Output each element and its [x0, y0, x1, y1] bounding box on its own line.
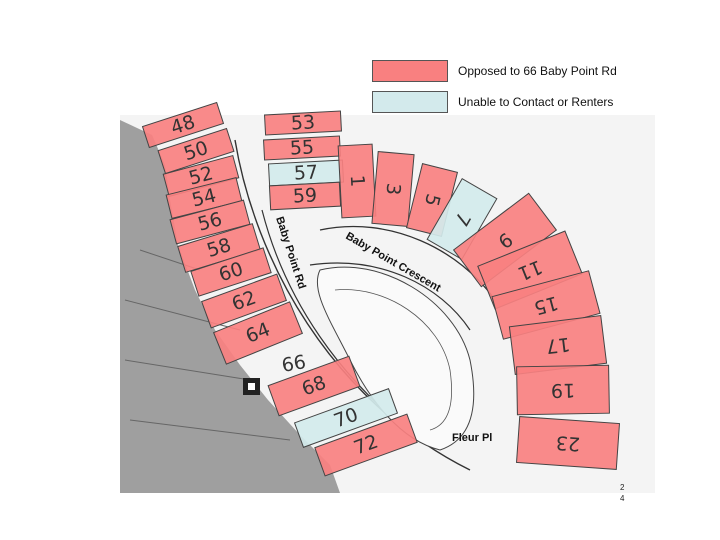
lot-parcel-7	[426, 178, 498, 260]
lot-parcel-19	[516, 364, 610, 416]
shaded-property	[120, 120, 340, 493]
lot-17: 17	[508, 315, 608, 375]
lot-label-53: 53	[290, 111, 315, 134]
lot-label-55: 55	[289, 136, 314, 159]
lot-72: 72	[314, 413, 418, 477]
legend-label-unable: Unable to Contact or Renters	[458, 95, 614, 109]
lot-70: 70	[293, 388, 399, 448]
lot-label-1: 1	[346, 174, 369, 187]
lot-label-3: 3	[382, 182, 405, 196]
legend-swatch-opposed	[372, 60, 448, 82]
lot-60: 60	[190, 247, 272, 297]
lot-55: 55	[263, 135, 341, 161]
lot-53: 53	[264, 110, 342, 136]
lot-parcel-72	[314, 413, 418, 477]
lot-1: 1	[337, 143, 377, 219]
lot-9: 9	[452, 192, 558, 288]
lot-68: 68	[267, 355, 361, 417]
lot-parcel-50	[157, 127, 235, 175]
legend-label-opposed: Opposed to 66 Baby Point Rd	[458, 64, 617, 78]
lot-11: 11	[477, 230, 583, 310]
inner-island	[316, 266, 475, 451]
lot-parcels: 4850525456586062645355575913579111517192…	[141, 101, 621, 477]
lot-7: 7	[426, 178, 498, 260]
house-marker-inner	[248, 383, 255, 390]
lot-parcel-68	[267, 355, 361, 417]
lot-62: 62	[200, 273, 288, 329]
lot-label-19: 19	[551, 379, 576, 401]
lot-19: 19	[516, 364, 610, 416]
lot-parcel-70	[293, 388, 399, 448]
inner-island-contour	[334, 289, 452, 431]
lot-parcel-56	[169, 199, 251, 245]
lot-label-57: 57	[293, 161, 318, 184]
lot-3: 3	[371, 151, 415, 227]
street-label-fleur-pl: Fleur Pl	[452, 432, 492, 444]
lot-57: 57	[267, 159, 345, 187]
lot-58: 58	[177, 223, 261, 273]
lot-parcel-62	[200, 273, 288, 329]
lot-parcel-23	[515, 416, 621, 470]
page-number-bottom: 4	[620, 494, 625, 503]
shaded-property-texture	[124, 249, 291, 441]
lot-parcel-53	[264, 110, 342, 136]
lot-label-23: 23	[555, 431, 581, 455]
lot-parcel-3	[371, 151, 415, 227]
lot-parcel-60	[190, 247, 272, 297]
crescent-line-inner	[309, 262, 471, 331]
lot-64: 64	[212, 301, 304, 365]
lot-parcel-59	[268, 181, 342, 211]
lot-15: 15	[491, 270, 601, 340]
lot-56: 56	[169, 199, 251, 245]
lot-23: 23	[515, 416, 621, 470]
lot-parcel-1	[337, 143, 377, 219]
legend-swatch-unable	[372, 91, 448, 113]
lot-label-17: 17	[545, 333, 572, 358]
page-number-top: 2	[620, 483, 625, 492]
lot-59: 59	[268, 181, 342, 211]
lot-50: 50	[157, 127, 235, 175]
lot-54: 54	[165, 177, 243, 219]
lot-parcel-48	[141, 101, 225, 149]
lot-label-5: 5	[420, 191, 444, 208]
lot-label-59: 59	[292, 184, 317, 207]
lot-parcel-64	[212, 301, 304, 365]
